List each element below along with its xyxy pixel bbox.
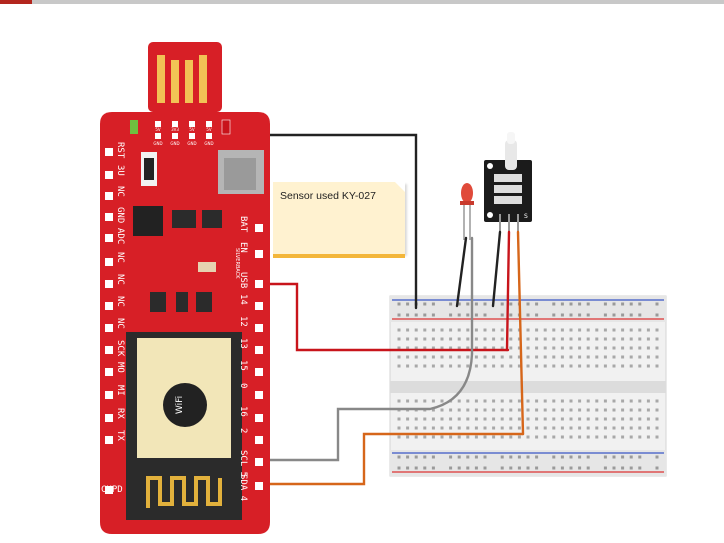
right-pin-label: 14	[238, 294, 248, 305]
left-pin-pad	[105, 213, 113, 221]
left-pin-pad	[105, 486, 113, 494]
right-pin-pad	[255, 368, 263, 376]
left-pin-label: GND	[115, 207, 125, 223]
left-pin-label: MO	[115, 362, 125, 373]
right-pin-label: USB	[238, 272, 248, 288]
right-pin-label: SDA 4	[238, 474, 248, 501]
left-pin-pad	[105, 436, 113, 444]
left-pin-pad	[105, 346, 113, 354]
right-pin-label: BAT	[238, 216, 248, 233]
left-pin-label: RX	[115, 408, 125, 419]
usb-pin	[172, 121, 178, 127]
sensor-note: Sensor used KY-027	[273, 182, 405, 258]
red-led	[460, 183, 474, 240]
right-pin-pad	[255, 414, 263, 422]
right-pin-pad	[255, 250, 263, 258]
usb-pin-label-bottom: GND	[187, 141, 196, 146]
right-pin-label: 13	[238, 338, 248, 349]
right-pin-pad	[255, 458, 263, 466]
right-pin-label: 12	[238, 316, 248, 327]
top-bar	[0, 0, 724, 4]
top-bar-accent	[0, 0, 32, 4]
usb-pin-label-top: 5V	[189, 127, 195, 132]
wire-black-led	[455, 236, 468, 308]
left-pin-pad	[105, 171, 113, 179]
usb-pin-label-bottom: GND	[153, 141, 162, 146]
right-pin-pad	[255, 224, 263, 232]
right-pin-label: SCL 5	[238, 450, 248, 477]
left-pin-pad	[105, 148, 113, 156]
right-pin-pad	[255, 302, 263, 310]
left-pin-label: NC	[115, 186, 125, 197]
wire-black-sensor	[491, 230, 502, 308]
usb-pin	[206, 121, 212, 127]
left-pin-pad	[105, 414, 113, 422]
right-pin-label: 15	[238, 360, 248, 371]
wire-orange-sda	[258, 432, 525, 486]
left-pin-pad	[105, 258, 113, 266]
wire-red-usb	[258, 282, 510, 352]
sensor-pin-s: S	[524, 213, 528, 220]
breadboard	[389, 295, 667, 477]
usb-pin-label-bottom: GND	[204, 141, 213, 146]
usb-pin	[206, 133, 212, 139]
left-pin-label: RST	[115, 142, 125, 159]
left-pin-label: MI	[115, 385, 125, 396]
sensor-note-text: Sensor used KY-027	[280, 190, 376, 202]
wires	[211, 133, 525, 486]
right-pin-label: EN	[238, 242, 248, 253]
usb-pin	[155, 133, 161, 139]
left-pin-label: NC	[115, 252, 125, 263]
left-pin-label: SCK	[115, 340, 125, 357]
wire-red-sensor	[505, 230, 511, 352]
left-pin-pad	[105, 192, 113, 200]
usb-pin	[189, 133, 195, 139]
left-pin-label: 3U	[115, 165, 125, 176]
wifi-logo-text: WiFi	[175, 396, 185, 414]
right-pin-label: 2	[238, 428, 248, 433]
usb-pin-label-top: 3V3	[171, 127, 179, 132]
right-pin-pad	[255, 436, 263, 444]
left-pin-label: TX	[115, 430, 125, 441]
left-pin-pad	[105, 391, 113, 399]
usb-pin-label-top: 5V	[155, 127, 161, 132]
board-brand: SILVERBACK	[234, 248, 240, 279]
right-pin-label: 0	[238, 383, 248, 388]
usb-pin	[155, 121, 161, 127]
silverback-board: WiFi SILVERBACK 5V 3V3 5V 5V GND GND GND GND RS…	[100, 42, 270, 534]
ky027-sensor: S	[484, 132, 532, 232]
usb-pin	[189, 121, 195, 127]
right-pin-pad	[255, 324, 263, 332]
left-pin-pad	[105, 302, 113, 310]
wire-black-gnd	[211, 133, 418, 310]
usb-pin-label-bottom: GND	[170, 141, 179, 146]
left-pin-pad	[105, 324, 113, 332]
wire-grey-scl	[258, 352, 474, 462]
left-pin-label: ADC	[115, 228, 125, 244]
usb-pin	[172, 133, 178, 139]
right-pin-pad	[255, 346, 263, 354]
left-pin-label: NC	[115, 274, 125, 285]
left-pin-label: NC	[115, 296, 125, 307]
left-pin-pad	[105, 280, 113, 288]
left-pin-pad	[105, 234, 113, 242]
left-pin-pad	[105, 368, 113, 376]
right-pin-pad	[255, 482, 263, 490]
sensor-note-bottom-stripe	[273, 254, 405, 258]
left-pin-label: NC	[115, 318, 125, 329]
right-pin-label: 16	[238, 406, 248, 417]
right-pin-pad	[255, 280, 263, 288]
right-pin-pad	[255, 391, 263, 399]
wire-orange-sensor	[516, 230, 525, 436]
usb-pin-label-top: 5V	[206, 127, 212, 132]
left-pin-label: CHPD	[101, 485, 123, 495]
